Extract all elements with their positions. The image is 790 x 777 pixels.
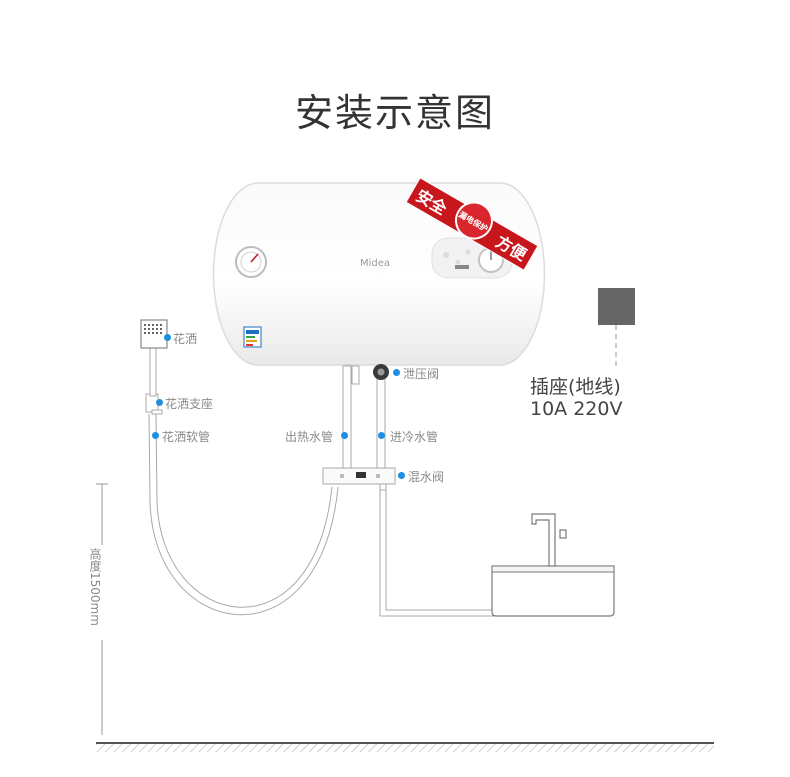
socket-label-rating: 10A 220V: [530, 398, 623, 420]
label-shower-hose: 花洒软管: [162, 430, 211, 444]
height-label: 高度1500mm: [88, 548, 102, 626]
power-socket: [598, 288, 635, 370]
mixing-valve: [322, 467, 396, 491]
cold-water-pipe: [376, 374, 386, 471]
label-relief-valve: 泄压阀: [403, 367, 440, 381]
label-cold-in-pipe: 进冷水管: [390, 430, 439, 444]
brand-logo: Midea: [360, 258, 390, 269]
thermometer-dial: [235, 246, 267, 278]
shower-holder-dot: [156, 399, 163, 406]
label-hot-out-pipe: 出热水管: [285, 430, 334, 444]
label-shower-head: 花洒: [173, 332, 198, 346]
cold-in-pipe-dot: [378, 432, 385, 439]
mixing-valve-dot: [398, 472, 405, 479]
label-shower-holder: 花洒支座: [165, 397, 214, 411]
hot-water-pipe: [342, 365, 360, 471]
height-indicator-line: [96, 483, 108, 735]
floor: [96, 742, 714, 752]
kitchen-sink: [491, 565, 615, 617]
cold-water-supply-line: [379, 490, 495, 617]
shower-holder: [145, 393, 163, 415]
relief-valve-dot: [393, 369, 400, 376]
shower-hose: [148, 413, 339, 616]
page-title: 安装示意图: [294, 91, 495, 135]
socket-label-type: 插座(地线): [530, 376, 621, 398]
shower-head-dot: [164, 334, 171, 341]
faucet: [531, 513, 567, 567]
safety-badge: 安全 漏电保护 方便: [405, 177, 539, 271]
relief-valve: [373, 364, 389, 380]
shower-head: [140, 319, 168, 397]
shower-hose-dot: [152, 432, 159, 439]
energy-label: [243, 326, 262, 348]
label-mixing-valve: 混水阀: [408, 470, 445, 484]
hot-out-pipe-dot: [341, 432, 348, 439]
